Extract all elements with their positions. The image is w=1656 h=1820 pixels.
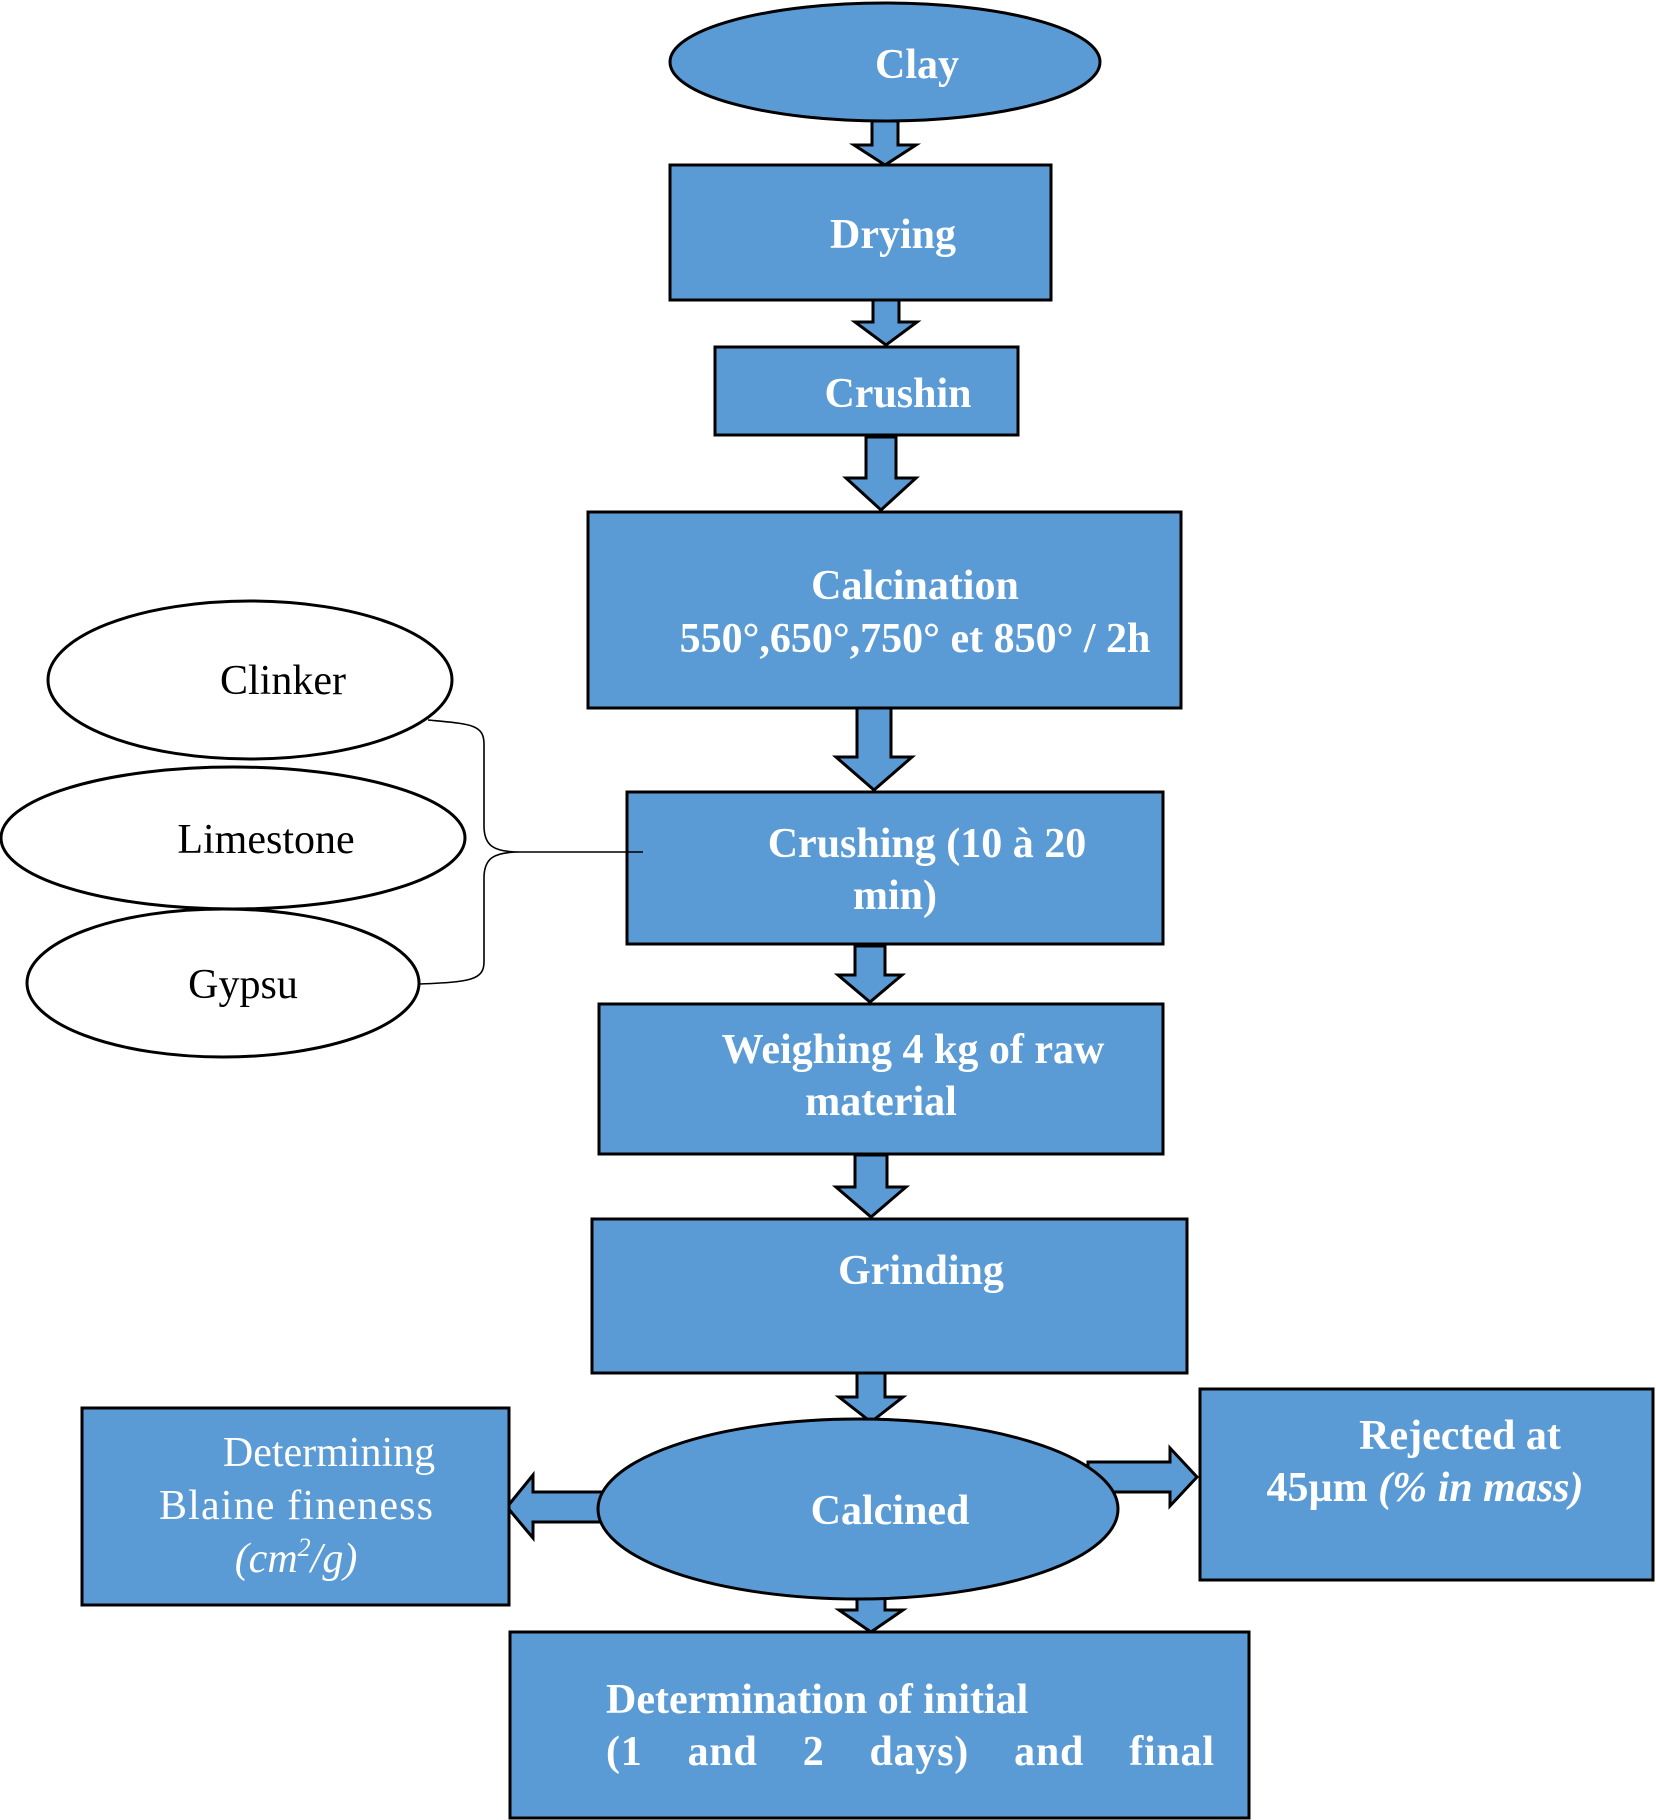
arrow-grinding-calcined [834,1371,908,1424]
calcination-label-line2: 550°,650°,750° et 850° / 2h [680,616,1151,662]
rejected-node [1198,1387,1655,1582]
blaine-unit-sup: 2 [298,1533,311,1562]
limestone-label: Limestone [177,817,354,863]
weighing-label-line1: Weighing 4 kg of raw [722,1027,1105,1073]
calcination-label-line1: Calcination [811,563,1019,609]
grinding-label: Grinding [838,1248,1004,1294]
blaine-node [80,1406,511,1607]
arrow-weighing-grinding [831,1153,911,1219]
calcined-node [596,1417,1120,1601]
blaine-label-line1: Determining [223,1430,435,1476]
rejected-space [1368,1465,1379,1511]
determination-label-line2: (1 and 2 days) and final [606,1729,1214,1775]
rejected-label-line2: 45µm (% in mass) [1266,1465,1583,1511]
determination-label-line1: Determination of initial [606,1677,1028,1723]
gypsu-node [25,907,421,1059]
crushing-label-line1: Crushing (10 à 20 [768,821,1087,867]
rejected-label-line1: Rejected at [1359,1413,1561,1459]
arrow-calcination-crushing [831,706,917,792]
blaine-unit-tail: /g) [309,1536,358,1582]
additives-brace [419,719,521,985]
arrow-crushin-calcination [842,435,920,513]
clinker-label: Clinker [220,658,346,704]
calcination-node [586,510,1183,710]
arrow-clay-drying [848,119,922,167]
crushing-node [625,790,1165,946]
drying-label: Drying [830,212,956,258]
weighing-label-line2: material [805,1079,957,1125]
rejected-italic: (% in mass) [1378,1465,1583,1511]
drying-node [668,163,1053,302]
blaine-label-line2: Blaine fineness [159,1483,433,1529]
blaine-unit-main: (cm [235,1536,298,1582]
crushing-label-line2: min) [853,873,937,919]
blaine-unit: (cm2/g) [235,1533,358,1582]
determination-node [508,1630,1251,1820]
weighing-node [597,1002,1165,1156]
arrow-calcined-determination [834,1596,908,1634]
clinker-node [46,599,454,761]
rejected-value: 45µm [1266,1465,1367,1511]
calcined-label: Calcined [811,1488,970,1534]
crushin-node [713,345,1020,437]
clay-label: Clay [875,42,959,88]
crushin-label: Crushin [824,371,971,417]
gypsu-label: Gypsu [188,962,298,1008]
arrow-drying-crushin [850,298,922,347]
grinding-node [590,1217,1189,1375]
arrow-crushing-weighing [833,944,907,1004]
arrow-calcined-blaine [505,1470,604,1543]
